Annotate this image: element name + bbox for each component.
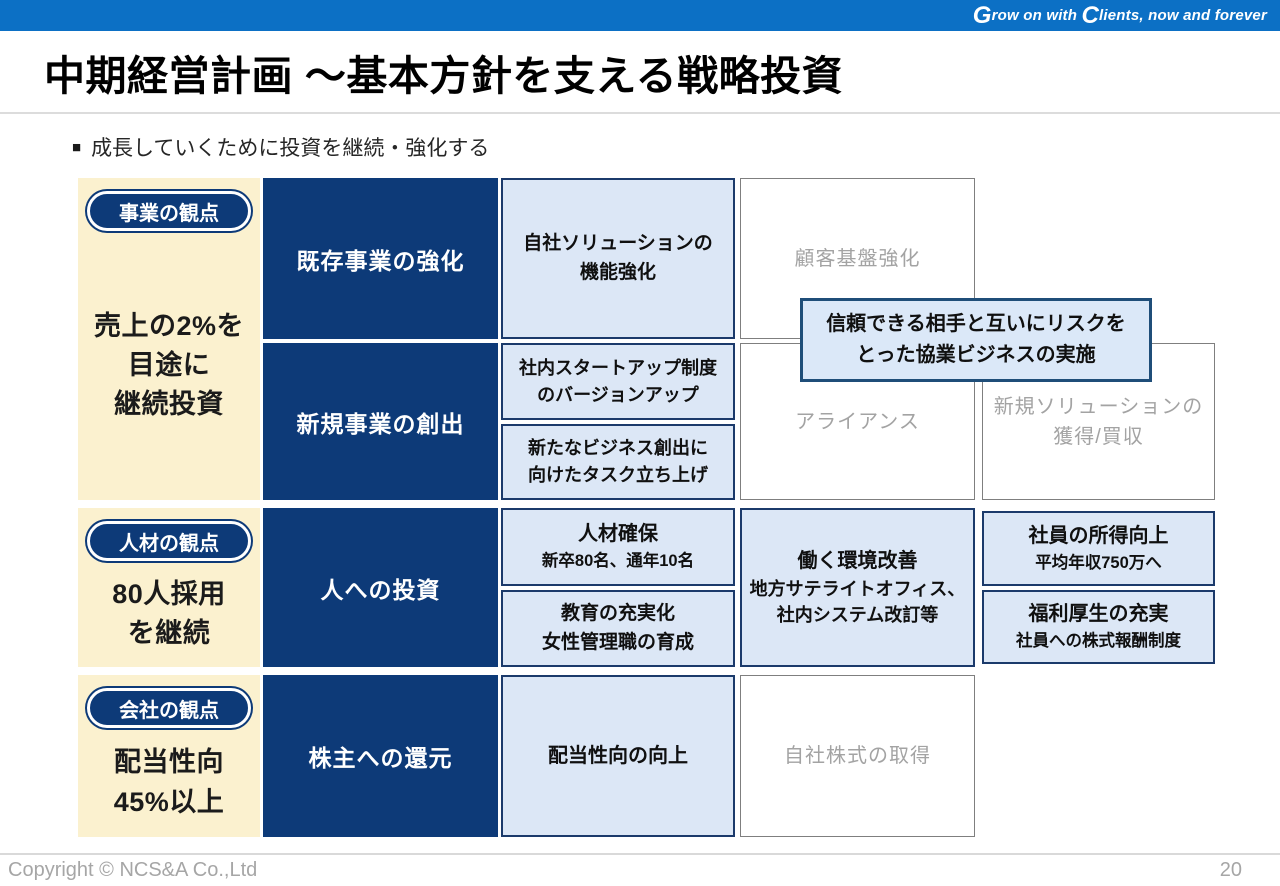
tagline-cap-c: C: [1081, 1, 1100, 29]
action-recruiting: 人材確保 新卒80名、通年10名: [501, 508, 735, 586]
strategy-shareholder-return: 株主への還元: [263, 675, 498, 837]
tagline-cap-g: G: [972, 1, 992, 29]
strategy-shareholder-label: 株主への還元: [308, 745, 453, 771]
strategy-existing-business: 既存事業の強化: [263, 178, 498, 339]
hr-badge-label: 人材の観点: [119, 532, 219, 555]
business-goal: 売上の2%を 目途に 継続投資: [93, 310, 245, 420]
outcome-income-raise: 社員の所得向上 平均年収750万へ: [982, 511, 1215, 586]
action-dividend-payout: 配当性向の向上: [501, 675, 735, 837]
outcome-welfare: 福利厚生の充実 社員への株式報酬制度: [982, 590, 1215, 664]
company-goal: 配当性向 45%以上: [113, 747, 225, 817]
strategy-existing-label: 既存事業の強化: [296, 247, 465, 274]
intro-bullet-line: ■ 成長していくために投資を継続・強化する: [72, 132, 489, 162]
tagline-part2: lients, now and forever: [1099, 6, 1267, 24]
page-title: 中期経営計画 ～基本方針を支える戦略投資: [44, 52, 844, 99]
intro-text: 成長していくために投資を継続・強化する: [91, 137, 490, 160]
income-sub: 平均年収750万へ: [1035, 553, 1162, 572]
strategy-new-business: 新規事業の創出: [263, 343, 498, 500]
copyright: Copyright © NCS&A Co.,Ltd: [8, 859, 258, 881]
title-bar: 中期経営計画 ～基本方針を支える戦略投資: [0, 31, 1280, 114]
income-title: 社員の所得向上: [1028, 524, 1169, 547]
hr-perspective-badge: 人材の観点: [87, 521, 251, 561]
tagline-part1: row on with: [991, 6, 1082, 24]
page-number: 20: [1219, 859, 1242, 881]
top-brand-bar: Grow on with Clients, now and forever: [0, 0, 1280, 31]
collaboration-callout: 信頼できる相手と互いにリスクを とった協業ビジネスの実施: [800, 298, 1152, 382]
work-env-title: 働く環境改善: [797, 550, 918, 573]
company-badge-label: 会社の観点: [119, 699, 219, 722]
hr-goal: 80人採用 を継続: [112, 578, 226, 648]
strategy-new-label: 新規事業の創出: [296, 410, 465, 437]
hr-perspective-panel: 人材の観点 80人採用 を継続: [78, 508, 260, 667]
business-perspective-panel: 事業の観点 売上の2%を 目途に 継続投資: [78, 178, 260, 500]
recruiting-sub: 新卒80名、通年10名: [541, 552, 695, 571]
recruiting-title: 人材確保: [578, 523, 658, 546]
welfare-title: 福利厚生の充実: [1028, 603, 1169, 626]
brand-tagline: Grow on with Clients, now and forever: [972, 1, 1267, 29]
business-badge-label: 事業の観点: [119, 202, 219, 225]
strategy-invest-people: 人への投資: [263, 508, 498, 667]
footer: Copyright © NCS&A Co.,Ltd 20: [0, 853, 1280, 886]
work-env-sub: 地方サテライトオフィス、 社内システム改訂等: [749, 579, 966, 625]
action-solution-enhancement: 自社ソリューションの 機能強化: [501, 178, 735, 339]
action-startup-program: 社内スタートアップ制度 のバージョンアップ: [501, 343, 735, 420]
action-work-environment: 働く環境改善 地方サテライトオフィス、 社内システム改訂等: [740, 508, 975, 667]
action-education: 教育の充実化 女性管理職の育成: [501, 590, 735, 667]
outcome-share-buyback: 自社株式の取得: [740, 675, 975, 837]
bullet-square-icon: ■: [72, 138, 82, 156]
welfare-sub: 社員への株式報酬制度: [1016, 632, 1181, 651]
strategy-people-label: 人への投資: [320, 576, 441, 603]
action-new-business-task: 新たなビジネス創出に 向けたタスク立ち上げ: [501, 424, 735, 500]
business-perspective-badge: 事業の観点: [87, 191, 251, 231]
company-perspective-panel: 会社の観点 配当性向 45%以上: [78, 675, 260, 837]
company-perspective-badge: 会社の観点: [87, 688, 251, 728]
